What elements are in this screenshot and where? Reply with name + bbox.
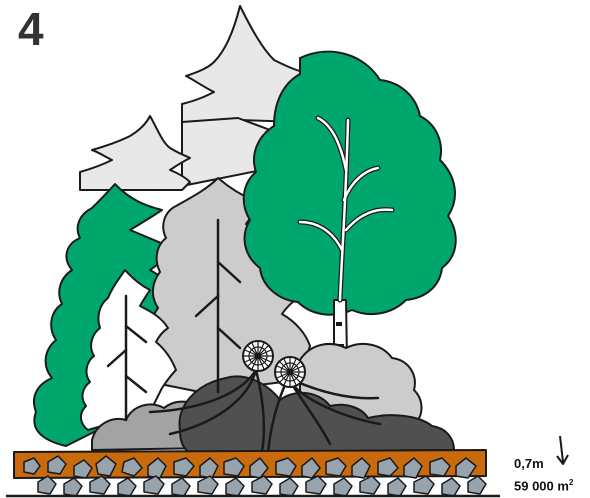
down-arrow-icon — [557, 436, 568, 464]
pale-spruce-left — [80, 116, 190, 190]
fern-disc-icon — [275, 357, 305, 387]
stone-icon — [306, 476, 326, 494]
stone-icon — [442, 478, 460, 496]
stone-icon — [280, 478, 298, 496]
stone-icon — [172, 478, 190, 496]
stone-icon — [360, 476, 380, 494]
area-value: 59 000 m — [514, 478, 569, 493]
stone-icon — [64, 478, 82, 496]
stone-icon — [388, 478, 406, 496]
stone-icon — [468, 476, 486, 494]
area-unit-exponent: 2 — [569, 478, 573, 487]
stone-icon — [252, 476, 272, 494]
fern-disc-icon — [243, 341, 273, 371]
birch-mark — [336, 322, 342, 326]
stone-icon — [226, 478, 244, 496]
stone-icon — [414, 476, 434, 494]
depth-label: 0,7m — [514, 456, 544, 471]
stone-icon — [198, 476, 218, 494]
illustration-number: 4 — [18, 6, 44, 52]
stone-icon — [334, 478, 352, 496]
stone-icon — [144, 476, 164, 494]
area-label: 59 000 m2 — [514, 478, 573, 493]
stone-icon — [90, 476, 110, 494]
stone-icon — [118, 478, 136, 496]
